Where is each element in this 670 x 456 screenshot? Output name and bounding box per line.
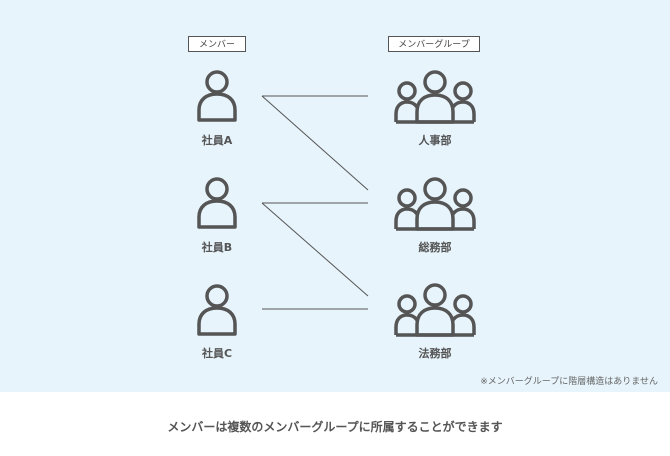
- hierarchy-note: ※メンバーグループに階層構造はありません: [480, 377, 658, 387]
- person-icon: [197, 284, 237, 336]
- group-icon: [394, 70, 476, 124]
- person-icon: [197, 70, 237, 122]
- group-icon: [394, 283, 476, 337]
- group-icon: [394, 177, 476, 231]
- connection-line-a-somu: [261, 95, 369, 191]
- member-label-c: 社員C: [201, 347, 233, 360]
- connection-lines: [261, 95, 369, 310]
- person-icon: [197, 177, 237, 229]
- member-label-a: 社員A: [201, 134, 233, 147]
- group-label-homu: 法務部: [418, 347, 452, 360]
- members-header: メンバー: [188, 36, 246, 52]
- member-label-b: 社員B: [201, 241, 233, 254]
- connection-line-b-homu: [261, 202, 369, 297]
- group-label-somu: 総務部: [418, 241, 452, 254]
- caption: メンバーは複数のメンバーグループに所属することができます: [167, 420, 503, 434]
- groups-header: メンバーグループ: [388, 36, 480, 52]
- diagram-panel: [0, 0, 670, 392]
- group-label-jinji: 人事部: [418, 134, 452, 147]
